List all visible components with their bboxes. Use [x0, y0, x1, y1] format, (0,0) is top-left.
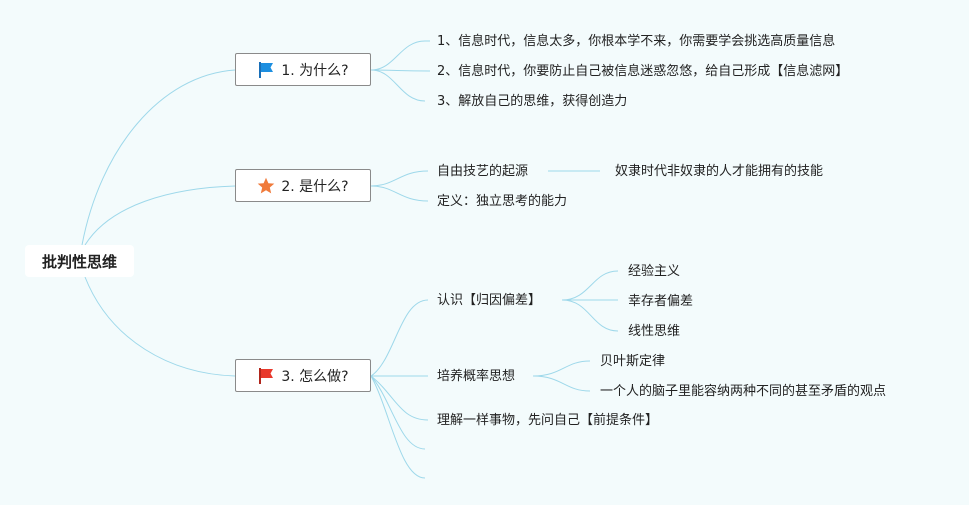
topic-why-label: 1. 为什么?	[281, 62, 349, 79]
ask-preconditions[interactable]: 理解一样事物，先问自己【前提条件】	[437, 413, 659, 428]
link-how-3	[370, 375, 429, 421]
link-how-5	[370, 375, 426, 479]
why-point-2[interactable]: 2、信息时代，你要防止自己被信息迷惑忽悠，给自己形成【信息滤网】	[437, 64, 849, 79]
root-topic[interactable]: 批判性思维	[25, 245, 134, 277]
topic-how-label: 3. 怎么做?	[281, 368, 349, 385]
definition[interactable]: 定义：独立思考的能力	[437, 194, 568, 209]
link-how-1	[370, 299, 429, 377]
link-why-1	[370, 40, 426, 71]
topic-what[interactable]: 2. 是什么?	[235, 169, 371, 202]
link-root-why	[81, 69, 236, 246]
probability-thinking[interactable]: 培养概率思想	[437, 369, 516, 384]
link-prob-2	[532, 375, 591, 392]
bias-survivorship[interactable]: 幸存者偏差	[628, 294, 694, 309]
why-point-3[interactable]: 3、解放自己的思维，获得创造力	[437, 94, 628, 109]
link-why-2	[370, 69, 431, 72]
link-what-2	[370, 185, 429, 202]
red-flag-icon	[257, 367, 275, 385]
bias-linear-thinking[interactable]: 线性思维	[628, 324, 681, 339]
root-topic-label: 批判性思维	[41, 252, 117, 271]
topic-why[interactable]: 1. 为什么?	[235, 53, 371, 86]
origin-liberal-arts[interactable]: 自由技艺的起源	[437, 164, 529, 179]
link-why-3	[370, 69, 426, 102]
why-point-1[interactable]: 1、信息时代，信息太多，你根本学不来，你需要学会挑选高质量信息	[437, 34, 836, 49]
link-root-how	[84, 276, 236, 377]
link-prob-1	[532, 360, 591, 377]
bayes-theorem[interactable]: 贝叶斯定律	[600, 354, 666, 369]
blue-flag-icon	[257, 61, 275, 79]
orange-star-icon	[257, 177, 275, 195]
origin-detail[interactable]: 奴隶时代非奴隶的人才能拥有的技能	[615, 164, 824, 179]
link-root-what	[84, 185, 236, 246]
attribution-bias[interactable]: 认识【归因偏差】	[437, 293, 542, 308]
bias-empiricism[interactable]: 经验主义	[628, 264, 681, 279]
topic-what-label: 2. 是什么?	[281, 178, 349, 195]
link-how-4	[370, 375, 426, 450]
hold-two-ideas[interactable]: 一个人的脑子里能容纳两种不同的甚至矛盾的观点	[600, 384, 887, 399]
topic-how[interactable]: 3. 怎么做?	[235, 359, 371, 392]
link-bias-1	[561, 270, 619, 301]
link-bias-3	[561, 299, 619, 332]
link-what-1	[370, 170, 429, 187]
